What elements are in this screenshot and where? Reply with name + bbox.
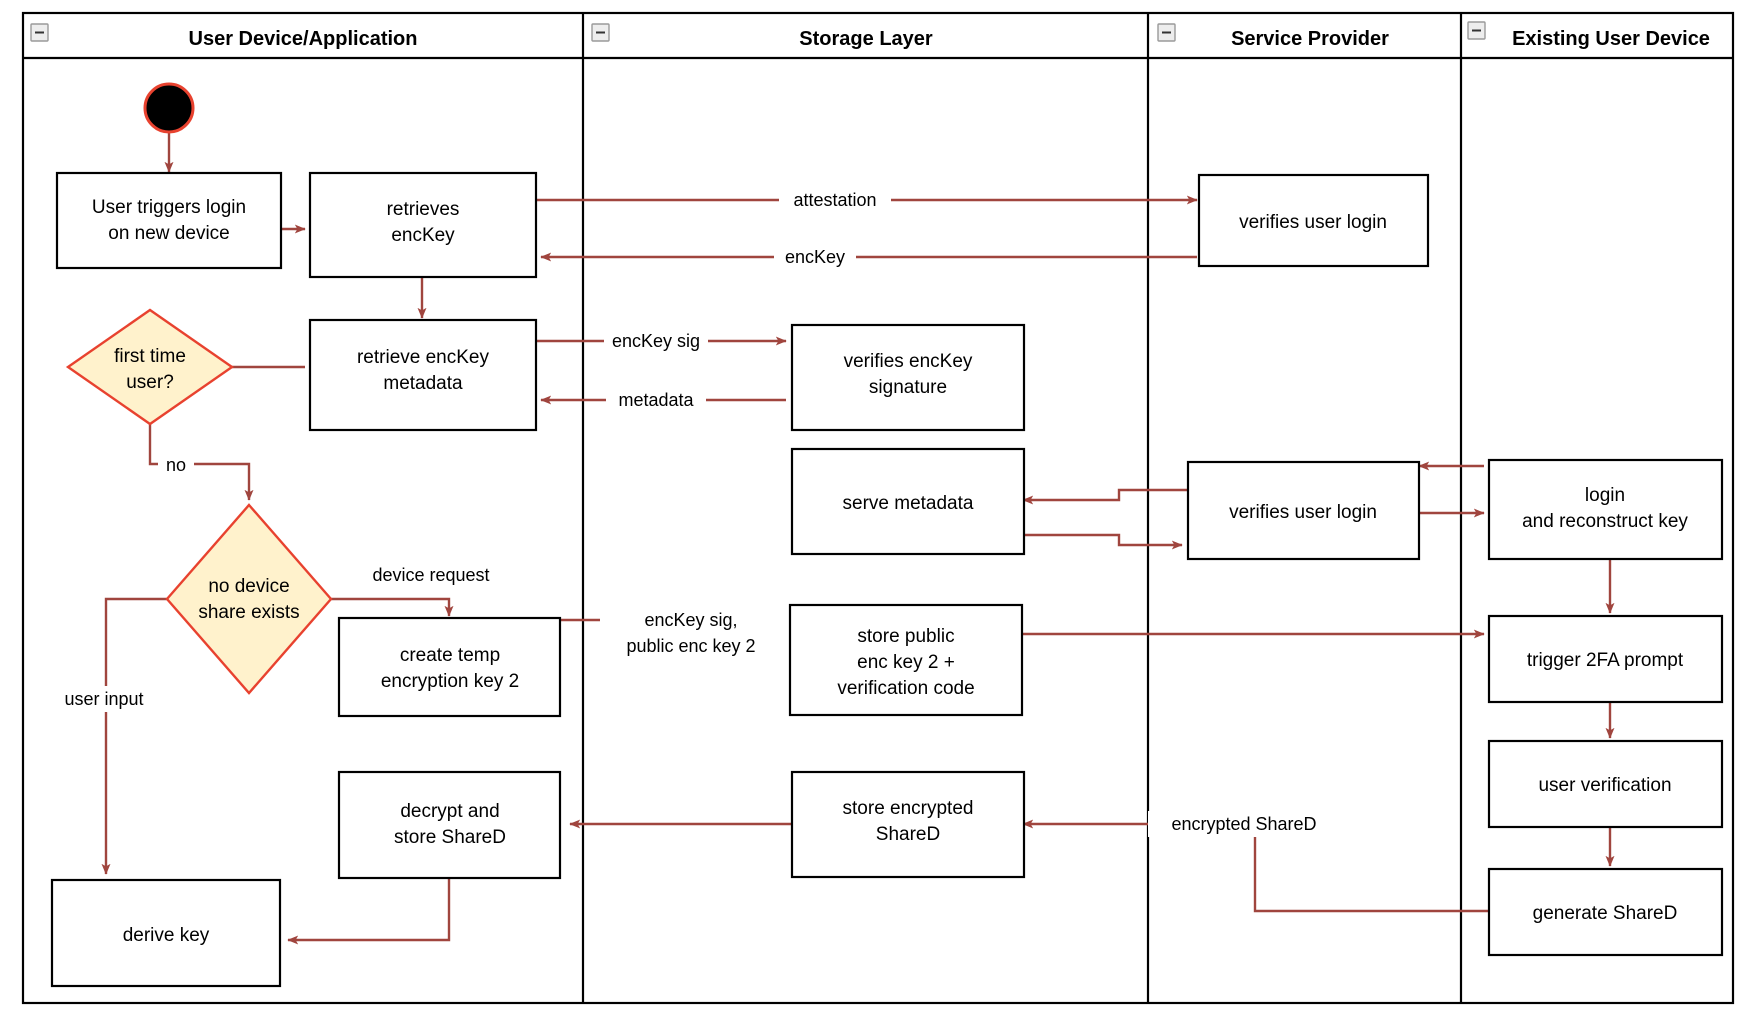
node-label-line: verifies user login — [1239, 212, 1387, 233]
edge-device-request — [331, 597, 454, 617]
node-store-encrypted-shared[interactable]: store encrypted ShareD — [790, 770, 1026, 879]
edge-label-enckey-sig-public-enc-key-2-line2: public enc key 2 — [626, 636, 755, 656]
node-label-line: verifies encKey — [844, 351, 973, 372]
collapse-minus-icon[interactable] — [1467, 21, 1486, 40]
edge-label-enckey-sig: encKey sig — [612, 331, 700, 351]
node-login-reconstruct-key[interactable]: login and reconstruct key — [1487, 458, 1724, 561]
node-verifies-user-login-top[interactable]: verifies user login — [1197, 173, 1430, 268]
edge-label-encrypted-shared: encrypted ShareD — [1171, 814, 1316, 834]
edge-label-enckey-sig-public-enc-key-2-line1: encKey sig, — [644, 610, 737, 630]
node-label-line: share exists — [198, 602, 299, 623]
lane-header-storage[interactable]: Storage Layer — [591, 23, 933, 50]
node-label-line: enc key 2 + — [857, 652, 955, 673]
node-retrieve-enckey-metadata[interactable]: retrieve encKey metadata — [308, 318, 538, 432]
start-node[interactable] — [143, 82, 195, 134]
node-label-line: store public — [857, 626, 954, 647]
swimlane-frame — [21, 11, 1735, 1005]
node-label-line: User triggers login — [92, 197, 246, 218]
edge-serve-metadata-to-verifies — [1023, 533, 1183, 550]
collapse-minus-icon[interactable] — [1157, 23, 1176, 42]
edge-label-enckey: encKey — [785, 247, 845, 267]
node-user-triggers-login[interactable]: User triggers login on new device — [55, 171, 283, 270]
edge-no-to-device-share — [148, 418, 254, 501]
node-create-temp-encryption-key-2[interactable]: create temp encryption key 2 — [337, 616, 562, 718]
lane-header-existing-device[interactable]: Existing User Device — [1467, 21, 1710, 50]
lane-title-user-device: User Device/Application — [189, 28, 418, 50]
edge-label-device-request: device request — [372, 565, 489, 585]
edge-label-user-input: user input — [64, 689, 143, 709]
edge-label-metadata: metadata — [618, 390, 694, 410]
node-generate-shared[interactable]: generate ShareD — [1487, 867, 1724, 957]
edge-encrypted-shared — [1022, 819, 1497, 913]
node-trigger-2fa-prompt[interactable]: trigger 2FA prompt — [1487, 614, 1724, 704]
node-serve-metadata[interactable]: serve metadata — [790, 447, 1026, 556]
edge-label-no: no — [166, 455, 186, 475]
edge-user-input — [101, 597, 167, 875]
node-label-line: trigger 2FA prompt — [1527, 650, 1684, 671]
flow-edges — [101, 129, 1615, 945]
node-label-line: user? — [126, 372, 174, 393]
lane-title-service-provider: Service Provider — [1231, 28, 1389, 50]
collapse-minus-icon[interactable] — [30, 23, 49, 42]
node-label-line: signature — [869, 377, 947, 398]
node-label-line: verification code — [837, 678, 974, 699]
node-label-line: and reconstruct key — [1522, 511, 1688, 532]
node-label-line: encryption key 2 — [381, 671, 519, 692]
decision-first-time-user[interactable]: first time user? — [65, 308, 235, 426]
node-label-line: derive key — [123, 925, 210, 946]
node-label-line: create temp — [400, 645, 500, 666]
node-label-line: decrypt and — [400, 801, 499, 822]
edge-verifies-to-serve-metadata — [1022, 488, 1188, 505]
node-label-line: encKey — [391, 225, 455, 246]
node-label-line: retrieve encKey — [357, 347, 490, 368]
node-label-line: generate ShareD — [1533, 903, 1678, 924]
lane-header-user-device[interactable]: User Device/Application — [30, 23, 418, 50]
node-label-line: verifies user login — [1229, 502, 1377, 523]
node-retrieves-enckey[interactable]: retrieves encKey — [308, 171, 538, 279]
node-verifies-enckey-signature[interactable]: verifies encKey signature — [790, 323, 1026, 432]
edge-label-attestation: attestation — [793, 190, 876, 210]
lane-title-storage: Storage Layer — [799, 28, 933, 50]
lane-title-existing-device: Existing User Device — [1512, 28, 1710, 50]
node-label-line: on new device — [108, 223, 229, 244]
node-label-line: metadata — [383, 373, 463, 394]
edge-labels: attestation encKey encKey sig metadata n… — [50, 187, 1340, 837]
node-decrypt-and-store-shared[interactable]: decrypt and store ShareD — [337, 770, 562, 880]
node-label-line: retrieves — [387, 199, 460, 220]
decision-no-device-share-exists[interactable]: no device share exists — [165, 503, 333, 695]
node-label-line: user verification — [1538, 775, 1671, 796]
edge-decrypt-to-derive-key — [287, 878, 451, 945]
node-derive-key[interactable]: derive key — [50, 878, 282, 988]
node-label-line: store ShareD — [394, 827, 506, 848]
node-user-verification[interactable]: user verification — [1487, 739, 1724, 829]
collapse-minus-icon[interactable] — [591, 23, 610, 42]
node-label-line: first time — [114, 346, 186, 367]
node-label-line: ShareD — [876, 824, 940, 845]
node-store-public-enc-key-2[interactable]: store public enc key 2 + verification co… — [788, 603, 1024, 717]
node-label-line: login — [1585, 485, 1625, 506]
node-label-line: serve metadata — [843, 493, 974, 514]
lane-header-service-provider[interactable]: Service Provider — [1157, 23, 1389, 50]
node-label-line: store encrypted — [843, 798, 974, 819]
node-verifies-user-login-mid[interactable]: verifies user login — [1186, 460, 1421, 561]
node-label-line: no device — [208, 576, 289, 597]
